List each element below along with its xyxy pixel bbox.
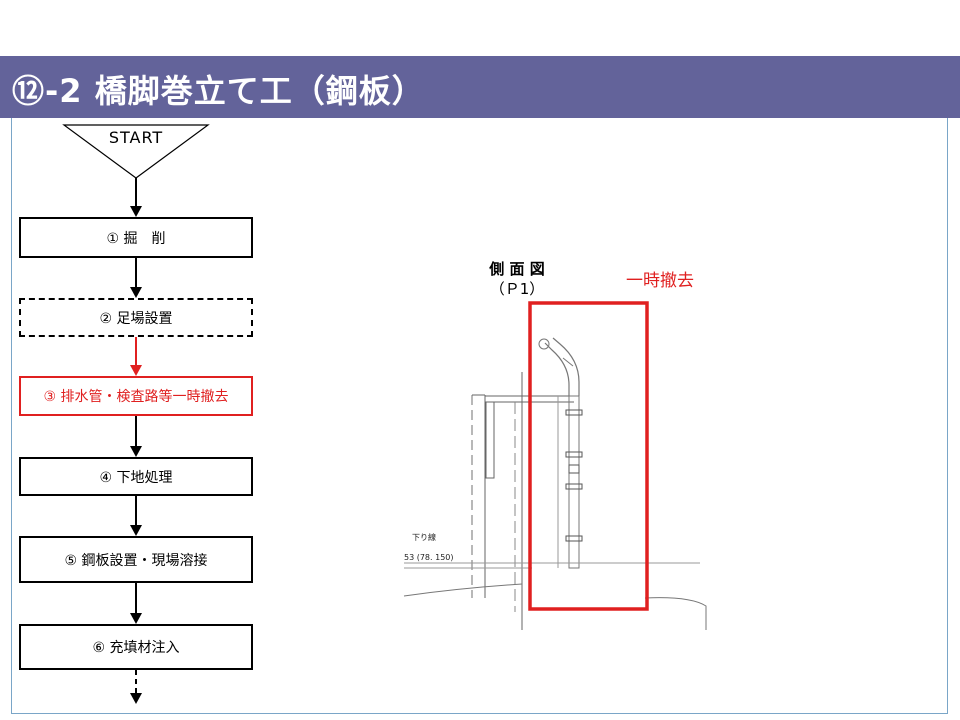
pipe-clamps xyxy=(565,409,583,542)
arrowhead xyxy=(130,206,142,217)
elevation-label: 53 (78. 150) xyxy=(404,553,454,562)
content-frame xyxy=(11,118,948,714)
step-excavation: ① 掘 削 xyxy=(19,217,253,258)
title-bar: ⑫-2 橋脚巻立て工（鋼板） xyxy=(0,56,960,118)
bank-curve xyxy=(644,597,707,630)
bank-curve xyxy=(403,583,523,597)
drain-inlet xyxy=(538,338,550,350)
step-temporary-removal: ③ 排水管・検査路等一時撤去 xyxy=(19,376,253,416)
drain-pipe-bend xyxy=(544,342,570,396)
drain-pipe xyxy=(568,395,580,569)
page-title: ⑫-2 橋脚巻立て工（鋼板） xyxy=(12,72,425,110)
pipe-bracket xyxy=(562,357,574,367)
arrowhead xyxy=(130,365,142,376)
drawing-subtitle: （Ｐ1） xyxy=(489,280,545,298)
arrowhead xyxy=(130,693,142,704)
start-triangle xyxy=(62,124,210,179)
removal-highlight-frame xyxy=(528,301,649,611)
line-label: 下り線 xyxy=(412,533,436,542)
step-scaffold-install: ② 足場設置 xyxy=(19,298,253,337)
arrowhead xyxy=(130,446,142,457)
start-label: START xyxy=(108,128,164,147)
drawing-title: 側 面 図 xyxy=(489,260,545,278)
removal-label: 一時撤去 xyxy=(626,271,694,291)
cap-beam-block xyxy=(485,401,495,479)
step-surface-prep: ④ 下地処理 xyxy=(19,457,253,496)
arrowhead xyxy=(130,613,142,624)
drain-pipe-bend xyxy=(552,337,580,396)
arrowhead xyxy=(130,525,142,536)
step-filler-injection: ⑥ 充填材注入 xyxy=(19,624,253,670)
step-steel-plate-welding: ⑤ 鋼板設置・現場溶接 xyxy=(19,536,253,583)
arrowhead xyxy=(130,287,142,298)
